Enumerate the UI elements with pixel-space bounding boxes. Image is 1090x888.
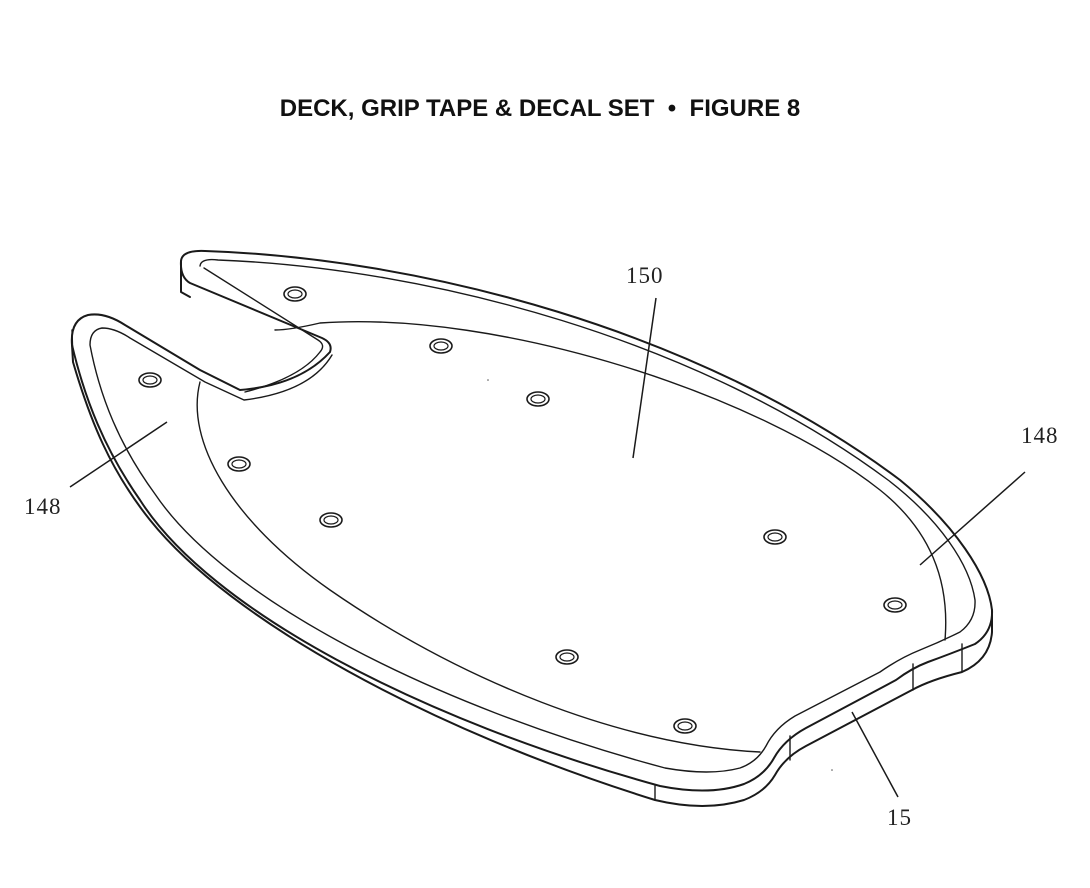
hole [227,456,251,472]
hole [429,338,453,354]
leader-148-right [919,471,1026,566]
grip-tape-outline [196,321,947,753]
leader-15 [851,711,899,798]
callout-150: 150 [626,263,664,288]
callout-15: 15 [887,805,912,830]
deck-top-outline [70,249,994,792]
hole [319,512,343,528]
figure-title: DECK, GRIP TAPE & DECAL SET • FIGURE 8 [280,95,800,122]
stray-mark [487,379,489,381]
callout-148-right: 148 [1021,423,1059,448]
deck-notch-side [180,260,191,298]
hole [555,649,579,665]
hole [763,529,787,545]
deck-side-left [71,344,993,807]
deck-notch-inner [203,267,324,393]
hole [283,286,307,302]
hole [138,372,162,388]
deck-inner-rim [89,258,976,773]
hole [526,391,550,407]
leader-148-left [69,421,168,488]
deck [70,249,994,807]
deck-side-seg-5 [71,329,74,363]
leader-150 [632,297,657,459]
hole [883,597,907,613]
callout-148-left: 148 [24,494,62,519]
hole [673,718,697,734]
stray-mark [831,769,833,771]
mounting-holes [138,286,907,734]
